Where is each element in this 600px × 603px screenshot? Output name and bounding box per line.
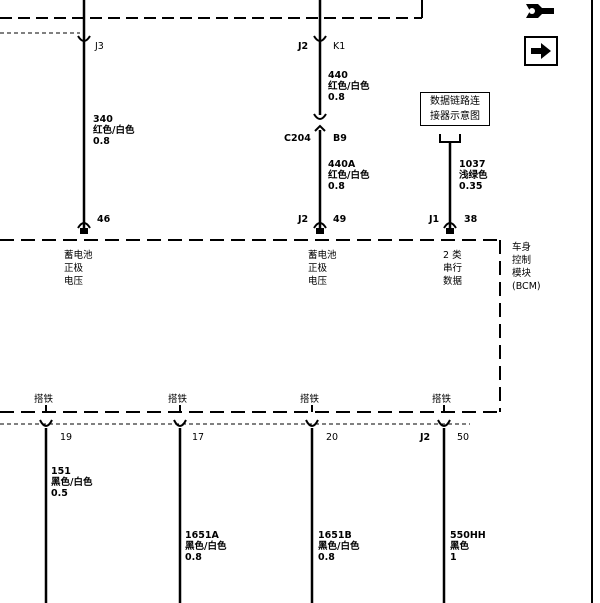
dlc-box-line2: 接器示意图 [430, 111, 480, 122]
wire-151-number: 151 [51, 466, 71, 477]
bcm-label-line1: 车身 [512, 241, 531, 253]
pin-46-body [80, 228, 88, 234]
dlc-schematic-reference[interactable]: 数据链路连 接器示意图 [420, 92, 490, 126]
func-38-line1: 2 类 [443, 249, 462, 261]
pin-49-symbol [313, 222, 327, 229]
pin-17-label: 17 [192, 432, 204, 443]
pin-38-prefix: J1 [428, 214, 439, 225]
connector-c204-female [313, 113, 327, 120]
wire-1651b-gauge: 0.8 [318, 552, 335, 563]
pin-46-label: 46 [97, 214, 111, 225]
pin-46-symbol [77, 222, 91, 229]
bcm-label-line2: 控制 [512, 254, 531, 266]
pin-38-symbol [443, 222, 457, 229]
wire-440a-gauge: 0.8 [328, 181, 345, 192]
func-46-line2: 正极 [64, 262, 84, 274]
func-49-line2: 正极 [308, 262, 328, 274]
wire-550hh-number: 550HH [450, 530, 486, 541]
wire-440-number: 440 [328, 70, 348, 81]
dlc-box-line1: 数据链路连 [430, 96, 480, 107]
connector-j2-prefix: J2 [297, 41, 308, 52]
connector-c204-pin: B9 [333, 133, 347, 144]
wire-340-gauge: 0.8 [93, 136, 110, 147]
wire-151-color: 黑色/白色 [51, 476, 93, 488]
wire-1651a-gauge: 0.8 [185, 552, 202, 563]
ground-label-19: 搭铁 [34, 393, 54, 405]
pin-17-symbol [173, 419, 187, 427]
pin-49-body [316, 228, 324, 234]
wire-550hh-color: 黑色 [450, 540, 470, 552]
pin-50-symbol [437, 419, 451, 427]
ground-label-20: 搭铁 [300, 393, 320, 405]
dlc-bracket [439, 134, 461, 143]
arrow-right-icon[interactable] [524, 36, 558, 66]
wire-1037-number: 1037 [459, 159, 485, 170]
wire-340-color: 红色/白色 [93, 124, 135, 136]
func-38-line3: 数据 [443, 275, 463, 287]
wire-440-gauge: 0.8 [328, 92, 345, 103]
ground-label-50: 搭铁 [432, 393, 452, 405]
func-38-line2: 串行 [443, 262, 463, 274]
wire-1037-gauge: 0.35 [459, 181, 482, 192]
pin-k1-label: K1 [333, 41, 345, 52]
pin-38-body [446, 228, 454, 234]
func-46-line1: 蓄电池 [64, 249, 93, 261]
connector-c204-male [314, 124, 326, 132]
bcm-label-line3: 模块 [512, 267, 532, 279]
wire-1651b-color: 黑色/白色 [318, 540, 360, 552]
pin-38-label: 38 [464, 214, 478, 225]
pin-50-prefix: J2 [419, 432, 430, 443]
pin-j3-label: J3 [94, 41, 104, 52]
wire-440a-color: 红色/白色 [328, 169, 370, 181]
connector-c204-label: C204 [284, 133, 311, 144]
wire-151-gauge: 0.5 [51, 488, 68, 499]
wire-1037-color: 浅绿色 [459, 169, 488, 181]
ground-label-17: 搭铁 [168, 393, 188, 405]
pin-19-symbol [39, 419, 53, 427]
pin-49-prefix: J2 [297, 214, 308, 225]
wire-550hh-gauge: 1 [450, 552, 457, 563]
pin-50-label: 50 [457, 432, 469, 443]
bcm-label-line4: (BCM) [512, 281, 541, 292]
wire-1651a-number: 1651A [185, 530, 219, 541]
connector-k1-symbol [313, 35, 327, 42]
wire-340-number: 340 [93, 114, 113, 125]
pin-20-label: 20 [326, 432, 338, 443]
wire-1651b-number: 1651B [318, 530, 352, 541]
wire-1651a-color: 黑色/白色 [185, 540, 227, 552]
connector-j3-symbol [77, 35, 91, 42]
func-49-line3: 电压 [308, 275, 328, 287]
pin-49-label: 49 [333, 214, 346, 225]
wire-440-color: 红色/白色 [328, 80, 370, 92]
wire-440a-number: 440A [328, 159, 356, 170]
func-49-line1: 蓄电池 [308, 249, 337, 261]
wrench-icon[interactable] [520, 0, 560, 24]
func-46-line3: 电压 [64, 275, 84, 287]
pin-20-symbol [305, 419, 319, 427]
pin-19-label: 19 [60, 432, 72, 443]
